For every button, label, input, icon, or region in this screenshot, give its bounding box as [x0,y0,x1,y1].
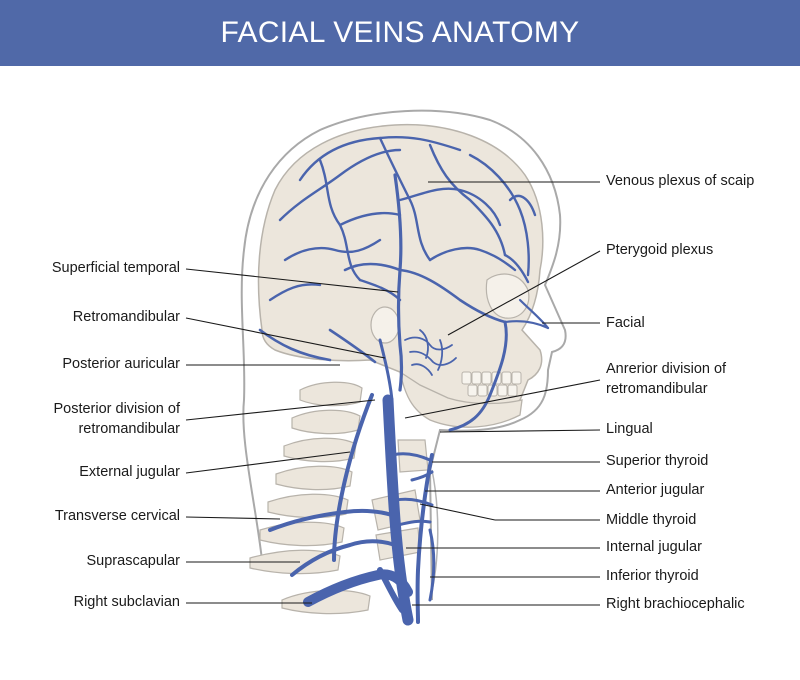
leader-lines [185,181,601,606]
label-external-jugular: External jugular [79,464,180,480]
label-posterior-auricular: Posterior auricular [62,356,180,372]
cervical-spine [249,381,371,615]
veins [258,135,550,626]
ear [370,306,400,344]
label-pterygoid-plexus: Pterygoid plexus [606,242,714,258]
label-superficial-temporal: Superficial temporal [51,260,180,276]
label-inferior-thyroid: Inferior thyroid [606,568,699,584]
label-anterior-division-line1: Anrerior division of [606,361,727,377]
label-anterior-jugular: Anterior jugular [606,482,705,498]
head-outline [240,109,567,601]
orbit [485,273,530,319]
label-facial: Facial [606,315,645,331]
label-lingual: Lingual [606,421,653,437]
label-posterior-division-line2: retromandibular [78,421,180,437]
teeth [461,371,522,397]
label-internal-jugular: Internal jugular [606,539,702,555]
label-posterior-division: Posterior division of retromandibular [53,399,180,439]
title-banner: FACIAL VEINS ANATOMY [0,0,800,66]
label-superior-thyroid: Superior thyroid [606,453,709,469]
label-right-subclavian: Right subclavian [73,594,180,610]
label-venous-plexus: Venous plexus of scaip [606,173,755,189]
label-anterior-division-line2: retromandibular [606,381,708,397]
label-retromandibular: Retromandibular [72,309,180,325]
label-right-brachiocephalic: Right brachiocephalic [606,596,745,612]
label-anterior-division: Anrerior division of retromandibular [606,359,726,399]
label-transverse-cervical: Transverse cervical [54,508,180,524]
page-title: FACIAL VEINS ANATOMY [220,16,580,49]
label-posterior-division-line1: Posterior division of [53,401,180,417]
label-suprascapular: Suprascapular [86,553,181,569]
label-middle-thyroid: Middle thyroid [606,512,697,528]
